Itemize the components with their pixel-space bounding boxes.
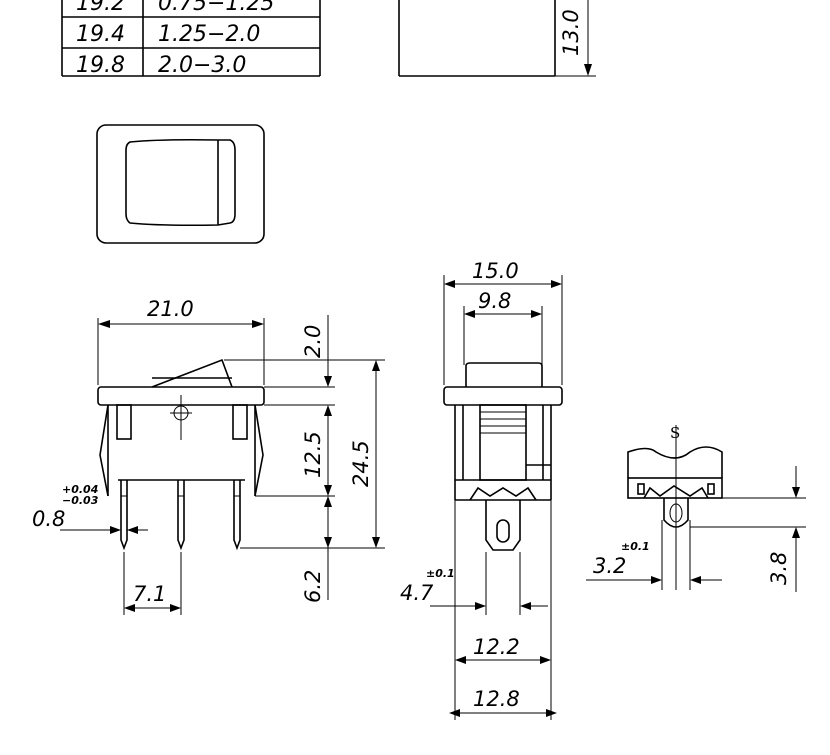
- dim-cutout-height: 13.0: [559, 9, 583, 56]
- side-view: 15.0 9.8: [400, 259, 563, 720]
- table-cell: 19.8: [76, 53, 125, 78]
- dim-body-height: 12.5: [301, 431, 325, 478]
- dim-body-width-outer: 12.8: [473, 687, 520, 711]
- dim-front-width: 21.0: [147, 297, 194, 321]
- dim-hole-dia: 3.2: [593, 554, 626, 578]
- dimension-table: 19.2 0.75−1.25 19.4 1.25−2.0 19.8 2.0−3.…: [61, 0, 321, 78]
- dim-body-width-inner: 12.2: [473, 635, 520, 659]
- front-view: 21.0 2.0: [32, 297, 385, 615]
- panel-cutout: 13.0: [398, 0, 596, 77]
- dim-total-height: 24.5: [349, 440, 373, 487]
- dim-tol-plus: +0.04: [62, 483, 98, 496]
- table-cell: 1.25−2.0: [158, 22, 260, 47]
- table-cell: 0.75−1.25: [158, 0, 274, 16]
- top-view: [96, 124, 265, 244]
- dim-actuator-height: 2.0: [301, 325, 325, 358]
- detail-s-view: S 3.2 ±0.1 3.8: [586, 424, 806, 592]
- dim-terminal-pitch: 7.1: [133, 582, 166, 606]
- dim-terminal-width-tol: ±0.1: [426, 567, 455, 580]
- dim-terminal-thickness: 0.8: [32, 507, 65, 531]
- table-cell: 19.2: [76, 0, 125, 16]
- table-cell: 19.4: [76, 22, 125, 47]
- dim-side-top-width: 15.0: [472, 259, 519, 283]
- dim-hole-offset: 3.8: [767, 552, 791, 585]
- detail-label: S: [670, 424, 680, 442]
- dim-tol-minus: −0.03: [62, 494, 99, 507]
- dim-side-actuator-width: 9.8: [478, 289, 511, 313]
- table-cell: 2.0−3.0: [158, 53, 246, 78]
- dim-hole-dia-tol: ±0.1: [621, 540, 650, 553]
- dim-terminal-length: 6.2: [301, 570, 325, 603]
- dim-terminal-width: 4.7: [400, 581, 434, 605]
